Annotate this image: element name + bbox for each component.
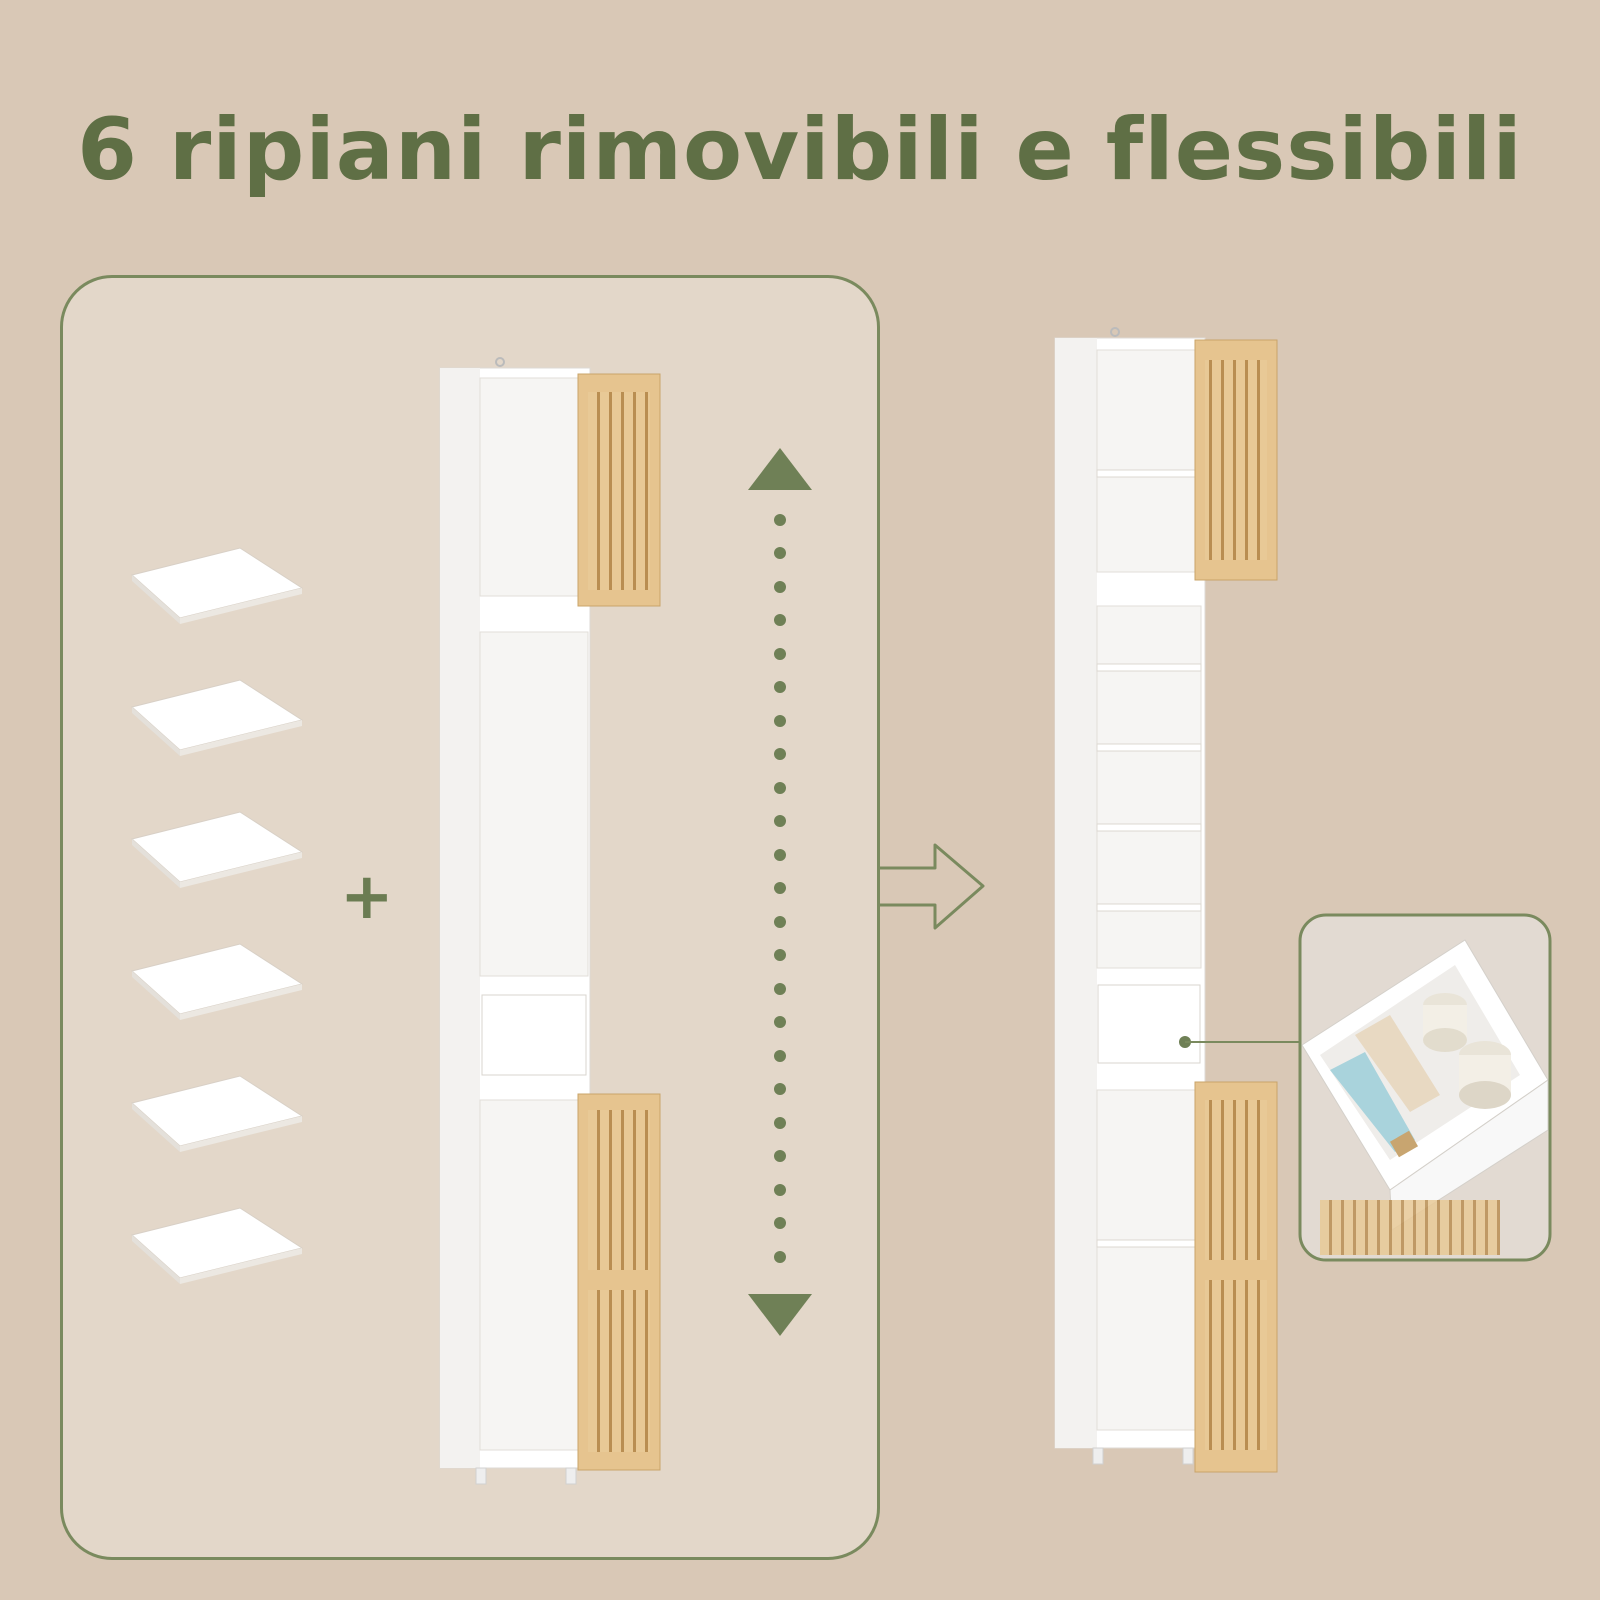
loose-shelf bbox=[130, 811, 304, 888]
loose-shelves bbox=[130, 547, 304, 1284]
cosmetic-jar-icon bbox=[1459, 1041, 1511, 1109]
door-top-right bbox=[1194, 339, 1278, 581]
loose-shelf bbox=[130, 679, 304, 756]
drawer-detail-inset bbox=[1298, 913, 1552, 1262]
adjustable-height-arrow bbox=[748, 448, 812, 1336]
arrow-right-icon bbox=[880, 843, 985, 930]
loose-shelf bbox=[130, 1207, 304, 1284]
drawer-callout-line bbox=[1179, 1036, 1300, 1048]
loose-shelf bbox=[130, 1075, 304, 1152]
door-top-left bbox=[577, 373, 661, 607]
cream-tube-icon bbox=[1355, 1015, 1440, 1112]
door-bottom-right bbox=[1194, 1081, 1278, 1473]
loose-shelf bbox=[130, 547, 304, 624]
cabinet-empty bbox=[439, 357, 591, 1485]
loose-shelf bbox=[130, 943, 304, 1020]
dotted-line bbox=[774, 514, 786, 1263]
cream-tube-icon bbox=[1330, 1052, 1419, 1158]
page-title: 6 ripiani rimovibili e flessibili bbox=[77, 100, 1523, 200]
door-bottom-left bbox=[577, 1093, 661, 1471]
cosmetic-jar-icon bbox=[1423, 993, 1467, 1052]
cabinet-with-shelves bbox=[1054, 327, 1206, 1465]
plus-sign: + bbox=[340, 860, 394, 934]
